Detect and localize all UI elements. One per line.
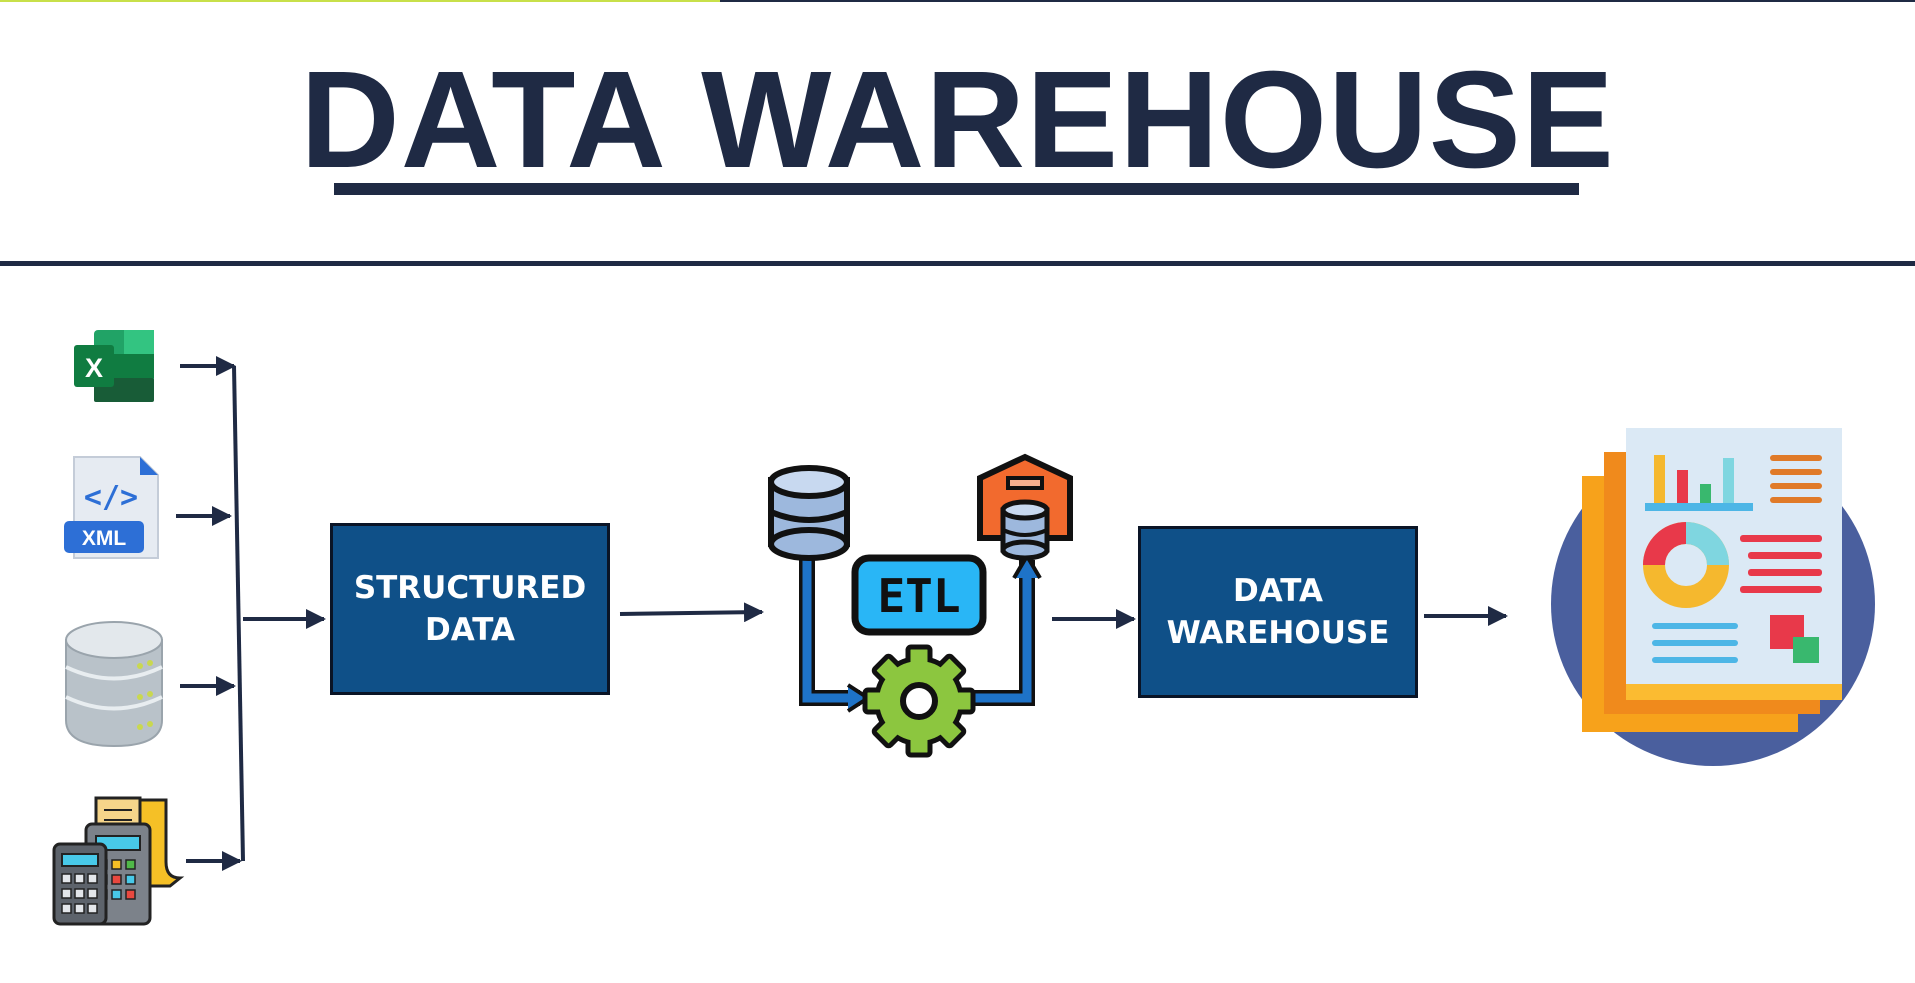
title-underline — [334, 183, 1579, 195]
page-title: DATA WAREHOUSE — [300, 43, 1615, 197]
excel-badge: X — [85, 353, 103, 383]
merge-bracket — [232, 365, 245, 862]
etl-label: ETL — [877, 569, 960, 623]
data-warehouse-box: DATA WAREHOUSE — [1138, 526, 1418, 698]
data-warehouse-label: DATA WAREHOUSE — [1166, 573, 1390, 651]
top-accent-line — [0, 0, 720, 2]
structured-data-label: STRUCTURED DATA — [353, 570, 587, 648]
structured-data-box: STRUCTURED DATA — [330, 523, 610, 695]
header-divider — [0, 261, 1915, 266]
xml-badge: XML — [82, 527, 127, 550]
top-border-line — [720, 0, 1915, 2]
arrow-to-etl — [619, 602, 764, 623]
xml-code-glyph: </> — [84, 480, 138, 515]
